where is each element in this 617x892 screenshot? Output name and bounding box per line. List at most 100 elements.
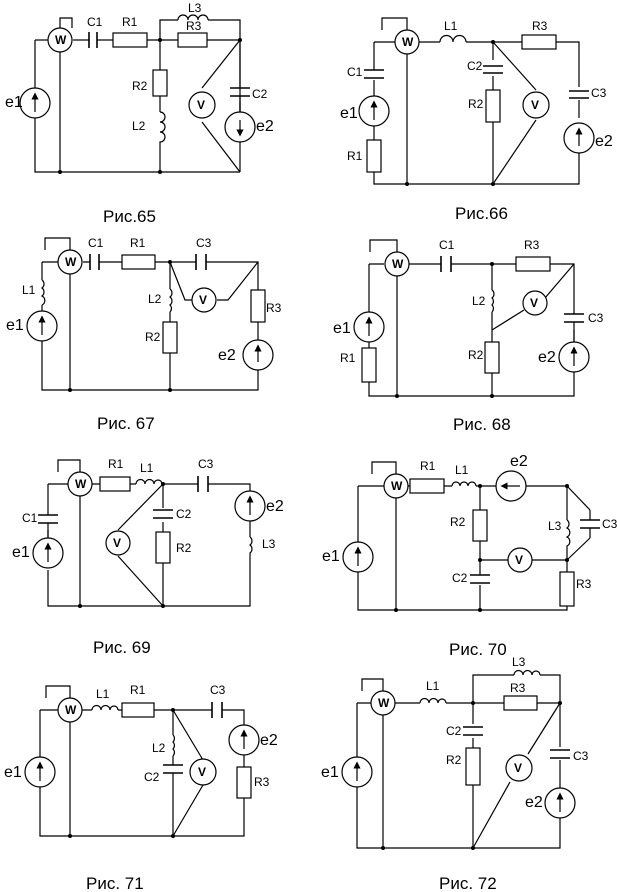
wattmeter-icon	[67, 471, 93, 497]
label-l2: L2	[132, 119, 146, 133]
label-c2: C2	[252, 87, 268, 101]
inductor-l2	[159, 111, 166, 146]
label-r3: R3	[186, 19, 202, 33]
wattmeter-icon	[394, 29, 420, 55]
resistor-r2	[465, 747, 481, 786]
figure-65: W V C1 R1 L3 R3 R2 L2 C2 e1 e2 Рис.65	[5, 1, 274, 226]
resistor-r1	[361, 347, 377, 383]
voltmeter-icon	[522, 290, 548, 316]
resistor-r2	[472, 509, 488, 542]
label-e2: e2	[218, 347, 236, 364]
wattmeter-label: W	[55, 33, 67, 47]
resistor-r1	[409, 478, 445, 494]
caption-fig-72: Рис. 72	[439, 874, 497, 892]
figure-71: W V L1 R1 C3 L2 C2 R3 e1 e2 Рис. 71	[4, 683, 278, 892]
label-e1: e1	[340, 105, 358, 122]
inductor-l3	[249, 536, 253, 556]
label-l2: L2	[152, 741, 166, 755]
label-c2: C2	[467, 59, 483, 73]
label-e2: e2	[256, 118, 274, 135]
label-c3: C3	[196, 236, 212, 250]
label-e2: e2	[595, 133, 613, 150]
label-e1: e1	[12, 544, 30, 561]
label-l1: L1	[140, 461, 154, 475]
label-c2: C2	[144, 770, 160, 784]
wattmeter-label: W	[378, 696, 390, 710]
label-r1: R1	[347, 149, 363, 163]
label-r1: R1	[130, 683, 146, 697]
resistor-r2	[155, 531, 171, 564]
label-r3: R3	[576, 577, 592, 591]
wattmeter-label: W	[75, 477, 87, 491]
label-l2: L2	[472, 294, 486, 308]
resistor-r3	[515, 256, 551, 272]
label-e1: e1	[6, 317, 24, 334]
wattmeter-icon	[370, 690, 396, 716]
label-e1: e1	[322, 548, 340, 565]
caption-fig-68: Рис. 68	[453, 415, 511, 434]
label-l2: L2	[148, 292, 162, 306]
label-r2: R2	[468, 348, 484, 362]
label-e2: e2	[538, 349, 556, 366]
label-c1: C1	[347, 65, 363, 79]
figure-67: W V C1 R1 C3 L1 L2 R2 R3 e1 e2 Рис. 67	[6, 236, 282, 433]
label-l3: L3	[512, 655, 526, 669]
inductor-l3	[565, 519, 571, 554]
inductor-l2	[491, 289, 495, 313]
resistor-r3	[503, 695, 538, 711]
label-c1: C1	[88, 236, 104, 250]
label-c1: C1	[439, 238, 455, 252]
label-e1: e1	[4, 764, 22, 781]
resistor-r1	[121, 702, 155, 718]
wattmeter-icon	[383, 473, 409, 499]
inductor-l2	[169, 288, 173, 313]
label-r2: R2	[468, 97, 484, 111]
inductor-l1	[439, 34, 467, 43]
voltmeter-label: V	[113, 536, 121, 550]
label-c1: C1	[22, 511, 38, 525]
wattmeter-icon	[384, 251, 410, 277]
label-l1: L1	[444, 19, 458, 33]
label-c3: C3	[588, 311, 604, 325]
resistor-r1	[121, 254, 156, 270]
label-c3: C3	[602, 517, 617, 531]
label-r3: R3	[254, 775, 270, 789]
label-r2: R2	[176, 541, 192, 555]
wattmeter-label: W	[391, 479, 403, 493]
label-c3: C3	[198, 457, 214, 471]
resistor-r1	[366, 139, 382, 173]
label-l1: L1	[96, 687, 110, 701]
voltmeter-icon	[522, 91, 550, 119]
voltmeter-icon	[189, 758, 217, 786]
resistor-r3	[250, 289, 266, 323]
inductor-l2	[172, 734, 175, 757]
figure-70: W V R1 L1 e2 R2 L3 C3 C2 R3 e1 Рис. 70	[322, 453, 617, 659]
inductor-l1	[135, 478, 163, 485]
wattmeter-label: W	[402, 35, 414, 49]
wattmeter-icon	[47, 27, 73, 53]
label-r1: R1	[108, 457, 124, 471]
wattmeter-label: W	[65, 703, 77, 717]
label-e1: e1	[333, 320, 351, 337]
voltmeter-label: V	[530, 296, 538, 310]
inductor-l3	[177, 14, 209, 21]
label-e1: e1	[5, 94, 23, 111]
label-r1: R1	[420, 459, 436, 473]
voltmeter-label: V	[198, 765, 206, 779]
voltmeter-label: V	[515, 553, 523, 567]
label-r1: R1	[340, 351, 356, 365]
voltmeter-label: V	[514, 761, 522, 775]
wattmeter-icon	[57, 697, 83, 723]
resistor-r1	[99, 476, 131, 492]
voltmeter-label: V	[197, 98, 205, 112]
caption-fig-66: Рис.66	[455, 204, 508, 223]
wattmeter-icon	[57, 249, 83, 275]
figure-69: W V R1 L1 C3 C1 C2 R2 L3 e1 e2 Рис. 69	[12, 457, 284, 657]
label-r2: R2	[132, 79, 148, 93]
label-e2: e2	[260, 732, 278, 749]
inductor-l1	[419, 697, 447, 704]
voltmeter-icon	[188, 91, 216, 119]
caption-fig-65: Рис.65	[103, 207, 156, 226]
voltmeter-icon	[105, 530, 131, 556]
